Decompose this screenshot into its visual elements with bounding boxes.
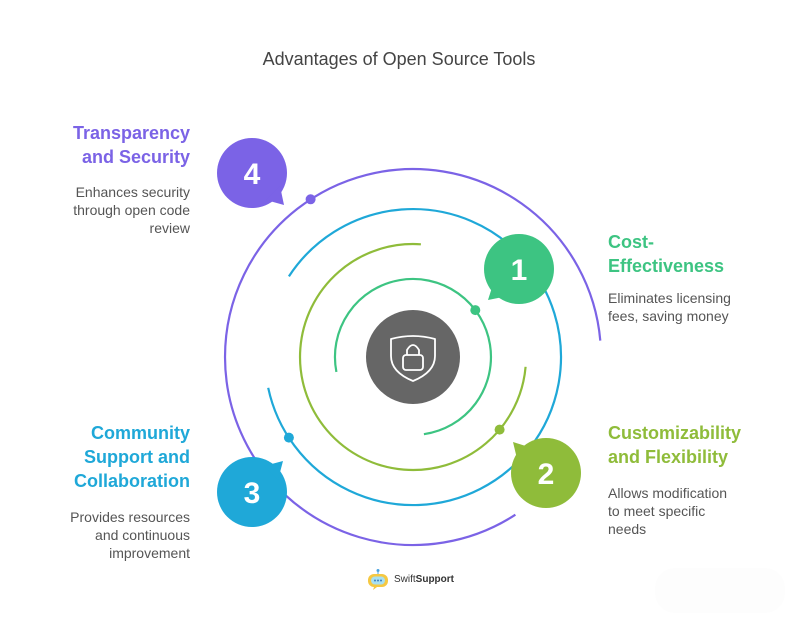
item-title-4-line2: and Security bbox=[81, 147, 190, 167]
ring-dot-2 bbox=[494, 424, 505, 435]
item-desc-3-line2: and continuous bbox=[95, 527, 190, 543]
bubble-3: 3 bbox=[217, 457, 287, 527]
bubble-2: 2 bbox=[511, 438, 581, 508]
item-desc-2-line3: needs bbox=[608, 521, 647, 537]
item-title-1: Cost- Effectiveness bbox=[608, 230, 788, 278]
item-title-2: Customizability and Flexibility bbox=[608, 421, 793, 469]
bubble-number-4: 4 bbox=[244, 158, 261, 191]
bubble-1: 1 bbox=[484, 234, 554, 304]
item-title-2-line1: Customizability bbox=[608, 423, 742, 443]
bubble-number-1: 1 bbox=[511, 254, 528, 287]
item-title-1-line1: Cost- bbox=[608, 232, 654, 252]
brand-name-light: Swift bbox=[394, 573, 416, 585]
bubble-4: 4 bbox=[217, 138, 287, 208]
item-title-4-line1: Transparency bbox=[72, 123, 190, 143]
arc-ring-3 bbox=[267, 208, 563, 507]
arc-ring-4 bbox=[224, 167, 602, 547]
item-desc-3: Provides resources and continuous improv… bbox=[30, 508, 190, 562]
item-desc-4: Enhances security through open code revi… bbox=[30, 183, 190, 237]
brand-name-bold: Support bbox=[415, 573, 454, 585]
item-title-3-line2: Support and bbox=[84, 447, 190, 467]
item-desc-1: Eliminates licensing fees, saving money bbox=[608, 289, 788, 325]
item-desc-3-line1: Provides resources bbox=[70, 509, 190, 525]
item-desc-1-line2: fees, saving money bbox=[608, 308, 729, 324]
ring-dot-1 bbox=[470, 305, 481, 316]
item-desc-2: Allows modification to meet specific nee… bbox=[608, 484, 788, 538]
brand-logo: SwiftSupport bbox=[366, 568, 454, 590]
arc-ring-1 bbox=[333, 277, 493, 436]
shield-lock-icon bbox=[390, 335, 436, 382]
brand-name: SwiftSupport bbox=[394, 574, 454, 585]
watermark-area bbox=[655, 568, 785, 613]
item-title-1-line2: Effectiveness bbox=[608, 256, 725, 276]
item-desc-4-line1: Enhances security bbox=[75, 184, 190, 200]
center-circle bbox=[366, 310, 460, 404]
arc-ring-2 bbox=[298, 242, 527, 472]
item-desc-4-line3: review bbox=[149, 220, 190, 236]
item-title-4: Transparency and Security bbox=[40, 121, 190, 169]
bubble-number-2: 2 bbox=[538, 458, 555, 491]
item-desc-1-line1: Eliminates licensing bbox=[608, 290, 731, 306]
ring-dot-4 bbox=[305, 194, 316, 205]
item-desc-2-line1: Allows modification bbox=[608, 485, 728, 501]
diagram-title: Advantages of Open Source Tools bbox=[262, 49, 536, 69]
item-desc-4-line2: through open code bbox=[73, 202, 190, 218]
item-title-3-line1: Community bbox=[91, 423, 190, 443]
item-desc-2-line2: to meet specific bbox=[608, 503, 706, 519]
item-title-3-line3: Collaboration bbox=[74, 471, 190, 491]
item-title-3: Community Support and Collaboration bbox=[40, 421, 190, 493]
item-title-2-line2: and Flexibility bbox=[608, 447, 729, 467]
robot-chat-icon bbox=[368, 569, 388, 590]
item-desc-3-line3: improvement bbox=[109, 545, 190, 561]
ring-dot-3 bbox=[283, 432, 294, 443]
bubble-number-3: 3 bbox=[244, 477, 261, 510]
